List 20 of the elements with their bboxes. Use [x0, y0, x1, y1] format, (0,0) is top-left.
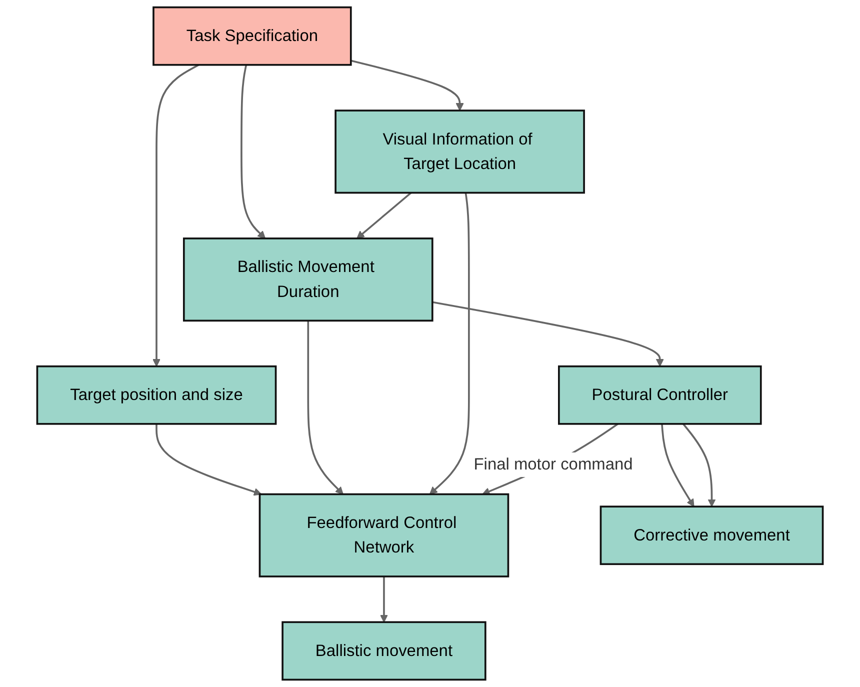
node-box: Ballistic Movement Duration — [182, 238, 434, 322]
arrow — [350, 60, 464, 111]
node-box: Visual Information of Target Location — [334, 110, 585, 194]
node-box: Target position and size — [36, 365, 277, 425]
arrow — [152, 64, 200, 367]
arrow — [682, 423, 716, 507]
arrow — [380, 576, 388, 622]
node-box: Corrective movement — [600, 506, 824, 566]
arrow — [307, 320, 344, 495]
arrow — [240, 64, 266, 239]
node-box: Task Specification — [152, 6, 352, 66]
edge-label: Final motor command — [474, 455, 633, 474]
node-box: Ballistic movement — [282, 621, 486, 681]
node-box: Feedforward Control Network — [258, 493, 510, 578]
arrow — [661, 424, 694, 507]
arrow — [156, 424, 262, 496]
arrow — [429, 192, 470, 495]
arrow — [356, 192, 412, 239]
arrow — [432, 301, 664, 367]
node-box: Postural Controller — [558, 365, 762, 425]
